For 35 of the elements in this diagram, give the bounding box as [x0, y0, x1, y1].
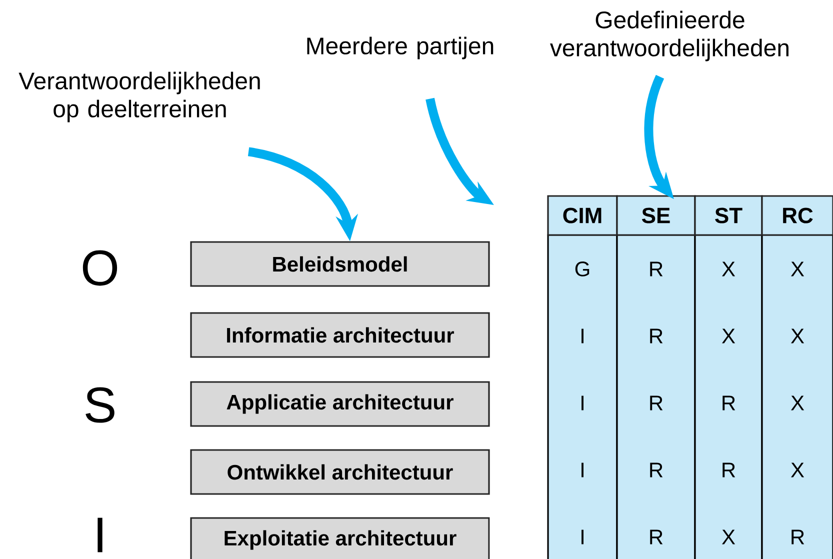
table-cell-text: R [722, 462, 736, 478]
callout-text: Gedefinieerde verantwoordelijkheden [550, 10, 788, 62]
layer-letter: S [86, 387, 114, 423]
layer-letter: I [98, 518, 102, 552]
table-cell-text: R [650, 530, 663, 544]
layer-box: Informatie architectuur [190, 312, 490, 358]
table-cell-text: R [650, 262, 663, 276]
header-cell: CIM [547, 195, 618, 236]
table-cell-text: G [575, 262, 590, 276]
table-cell-text: X [722, 530, 736, 544]
header-cell: RC [761, 195, 833, 236]
layer-box: Beleidsmodel [190, 241, 490, 287]
table-cell-text: X [722, 328, 736, 344]
callout-text: Meerdere partijen [307, 36, 494, 60]
table-cell-text: I [582, 530, 584, 544]
table-cell-text: R [650, 396, 663, 410]
table-cell-text: I [582, 462, 584, 478]
layer-letter: O [82, 250, 118, 286]
table-cell-text: X [790, 328, 804, 344]
table-cell-text: I [582, 396, 584, 410]
table-cell-text: R [650, 328, 663, 344]
callout-text: Verantwoordelijkheden op deelterreinen [18, 72, 260, 122]
table-cell-text: X [722, 262, 736, 276]
table-cell-text: I [582, 328, 584, 344]
table-cell-text: X [790, 462, 804, 478]
layer-box: Ontwikkel architectuur [190, 449, 490, 495]
header-cell: ST [694, 195, 763, 236]
layer-box: Exploitatie architectuur [190, 517, 490, 559]
table-cell-text: R [650, 462, 663, 478]
table-cell-text: X [790, 262, 804, 276]
header-cell: SE [616, 195, 696, 236]
layer-box: Applicatie architectuur [190, 381, 490, 427]
table-cell-text: R [722, 396, 736, 410]
table-cell-text: X [790, 396, 804, 410]
table-cell-text: R [792, 530, 804, 544]
